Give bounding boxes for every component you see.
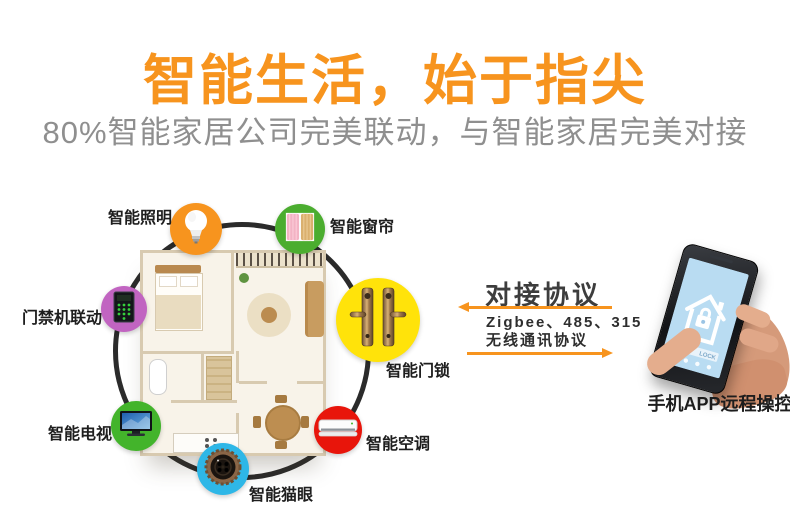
lightbulb-icon <box>179 207 213 252</box>
device-label-peephole: 智能猫眼 <box>249 487 314 504</box>
peephole-camera-icon <box>203 447 243 492</box>
curtains-icon <box>284 211 316 248</box>
chair <box>275 395 287 403</box>
wall <box>297 381 323 384</box>
wall <box>143 351 234 354</box>
phone-speaker <box>709 254 734 264</box>
dining-table <box>265 405 301 441</box>
pillow <box>180 276 198 287</box>
bathtub <box>149 359 167 395</box>
chair <box>275 441 287 449</box>
device-label-access: 门禁机联动 <box>22 310 103 327</box>
wardrobe <box>206 356 232 400</box>
protocol-type: 无线通讯协议 <box>486 332 589 349</box>
door-lock-icon <box>348 286 408 355</box>
device-circle-doorlock <box>336 278 420 362</box>
arrow-right-shaft <box>467 352 603 355</box>
arrow-left-shaft <box>468 306 612 309</box>
device-label-curtain: 智能窗帘 <box>330 219 395 236</box>
wall <box>236 351 239 383</box>
air-conditioner-icon <box>317 407 359 454</box>
device-label-doorlock: 智能门锁 <box>386 363 451 380</box>
stove <box>205 438 209 442</box>
floor-plan-image <box>140 250 326 456</box>
wall <box>171 400 237 403</box>
device-circle-access <box>101 286 147 332</box>
wall <box>231 253 234 351</box>
device-label-lighting: 智能照明 <box>107 210 172 227</box>
device-circle-ac <box>314 406 362 454</box>
sofa <box>305 281 324 337</box>
page-title: 智能生活，始于指尖 <box>143 51 647 111</box>
balcony <box>236 253 323 268</box>
device-label-tv: 智能电视 <box>47 426 112 443</box>
device-circle-curtain <box>275 204 325 254</box>
bed <box>155 265 201 273</box>
page-subtitle: 80%智能家居公司完美联动，与智能家居完美对接 <box>42 115 748 150</box>
protocol-title: 对接协议 <box>484 280 601 310</box>
wall <box>239 381 267 384</box>
protocol-names: Zigbee、485、315 <box>486 314 643 331</box>
device-label-ac: 智能空调 <box>366 436 431 453</box>
wall <box>201 354 204 400</box>
arrow-right-icon <box>602 348 613 358</box>
device-circle-peephole <box>197 443 249 495</box>
phone-caption: 手机APP远程操控 <box>647 394 790 414</box>
svg-text:LOCK: LOCK <box>698 351 717 362</box>
pillow <box>159 276 177 287</box>
arrow-left-icon <box>458 302 469 312</box>
coffee-table <box>261 307 277 323</box>
blanket <box>156 295 201 329</box>
access-keypad-icon <box>110 291 138 328</box>
chair <box>301 416 309 428</box>
plant <box>239 273 249 283</box>
device-circle-lighting <box>170 203 222 255</box>
tv-icon <box>118 409 154 444</box>
chair <box>253 416 261 428</box>
phone-photo: LOCK <box>642 241 790 415</box>
device-circle-tv <box>111 401 161 451</box>
